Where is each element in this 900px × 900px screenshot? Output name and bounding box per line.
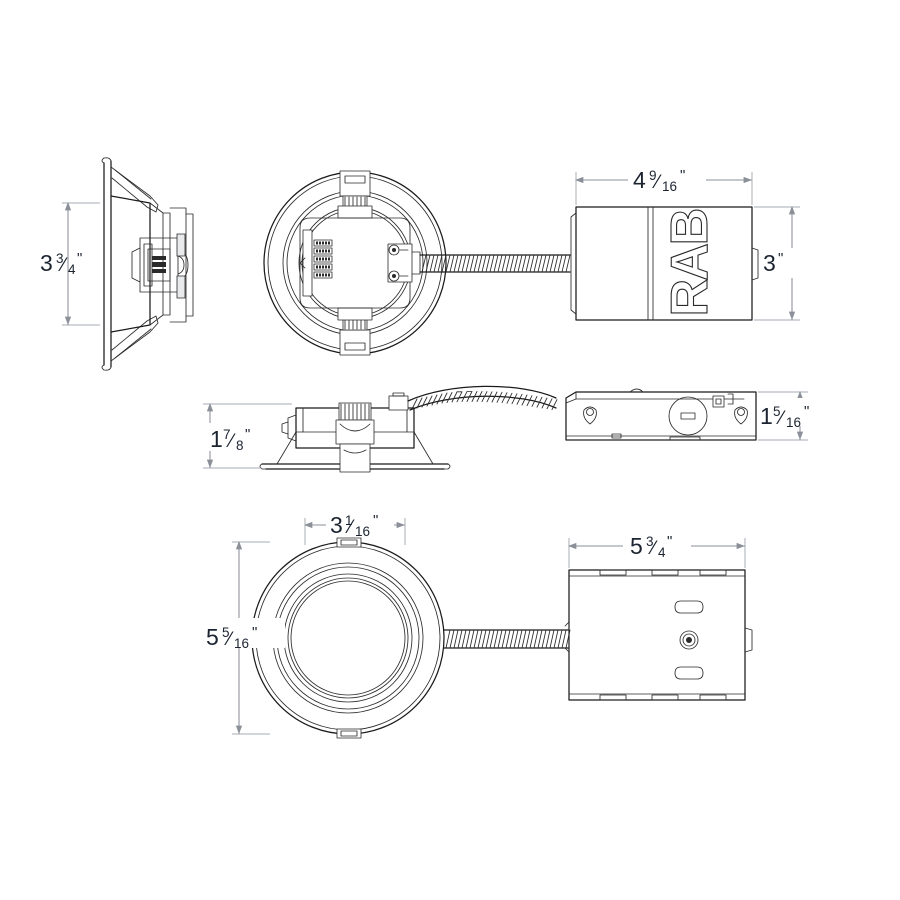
dimension-aperture: 3 1 ⁄ 16 " xyxy=(303,512,406,545)
dim-value-3-3-4-num: 3 xyxy=(56,251,64,266)
dim-value-5-3-4-den: 4 xyxy=(658,545,666,560)
dim-value-1-5-16-num: 5 xyxy=(773,404,781,419)
dim-value-5-3-4-num: 3 xyxy=(646,534,654,549)
dim-value-4-9-16-whole: 4 xyxy=(633,167,646,193)
dimension-jbox-length: 4 9 ⁄ 16 " xyxy=(574,166,753,205)
dim-value-3-3-4-whole: 3 xyxy=(40,250,53,276)
dim-unit-7: " xyxy=(252,624,257,641)
dim-value-3-3-4-den: 4 xyxy=(68,262,76,277)
dim-slash-8: ⁄ xyxy=(648,538,658,559)
view-back-plan-housing xyxy=(263,170,447,356)
flexible-conduit-top xyxy=(419,254,571,273)
dim-slash-7: ⁄ xyxy=(224,629,234,650)
view-side-elevation-assembly xyxy=(259,392,451,473)
dim-slash-4: ⁄ xyxy=(226,431,236,452)
flexible-conduit-bottom xyxy=(443,629,571,649)
dim-value-5-5-16-num: 5 xyxy=(222,625,230,640)
dim-unit-2: " xyxy=(680,167,685,184)
view-junction-box-side: RAB xyxy=(570,206,759,321)
dim-value-1-5-16-whole: 1 xyxy=(760,403,773,429)
dim-unit-4: " xyxy=(245,426,250,443)
view-junction-box-end xyxy=(565,388,757,441)
view-junction-box-top xyxy=(564,569,753,701)
dim-value-3-1-16-den: 16 xyxy=(355,524,370,539)
flexible-conduit-middle xyxy=(407,385,558,411)
dimension-assembly-height: 1 7 ⁄ 8 " xyxy=(203,402,292,469)
brand-text: RAB xyxy=(661,209,719,316)
dim-unit-5: " xyxy=(804,403,809,420)
dimension-height-trim: 3 3 ⁄ 4 " xyxy=(40,201,100,326)
dim-unit-6: " xyxy=(373,512,378,529)
dim-slash-5: ⁄ xyxy=(776,408,786,429)
dim-value-3-whole: 3 xyxy=(763,250,776,276)
dim-unit-1: " xyxy=(77,250,82,267)
brand-emboss-rab: RAB xyxy=(660,209,719,317)
dimension-jbox-depth: 1 5 ⁄ 16 " xyxy=(758,390,844,441)
dimension-jbox-width: 5 3 ⁄ 4 " xyxy=(567,532,746,568)
dimension-trim-diameter: 5 5 ⁄ 16 " xyxy=(203,540,285,735)
dim-value-1-5-16-den: 16 xyxy=(786,415,801,430)
dim-slash-1: ⁄ xyxy=(58,255,68,276)
dim-value-3-1-16-num: 1 xyxy=(345,513,353,528)
dim-value-4-9-16-num: 9 xyxy=(649,168,657,183)
dim-unit-8: " xyxy=(667,533,672,550)
dim-value-5-3-4-whole: 5 xyxy=(630,533,643,559)
dim-value-1-7-8-whole: 1 xyxy=(210,426,223,452)
dim-value-5-5-16-whole: 5 xyxy=(206,624,219,650)
dim-value-1-7-8-num: 7 xyxy=(223,427,231,442)
cct-selector-switch xyxy=(313,239,333,279)
dimension-jbox-height: 3 " xyxy=(754,205,800,321)
dim-slash-6: ⁄ xyxy=(345,517,355,538)
dim-value-5-5-16-den: 16 xyxy=(234,636,249,651)
view-side-profile-trim xyxy=(101,157,194,371)
dim-value-1-7-8-den: 8 xyxy=(236,438,244,453)
dim-unit-3: " xyxy=(778,250,783,267)
dim-value-4-9-16-den: 16 xyxy=(662,179,677,194)
dim-value-3-1-16-whole: 3 xyxy=(330,512,343,538)
dim-slash-2: ⁄ xyxy=(652,172,662,193)
